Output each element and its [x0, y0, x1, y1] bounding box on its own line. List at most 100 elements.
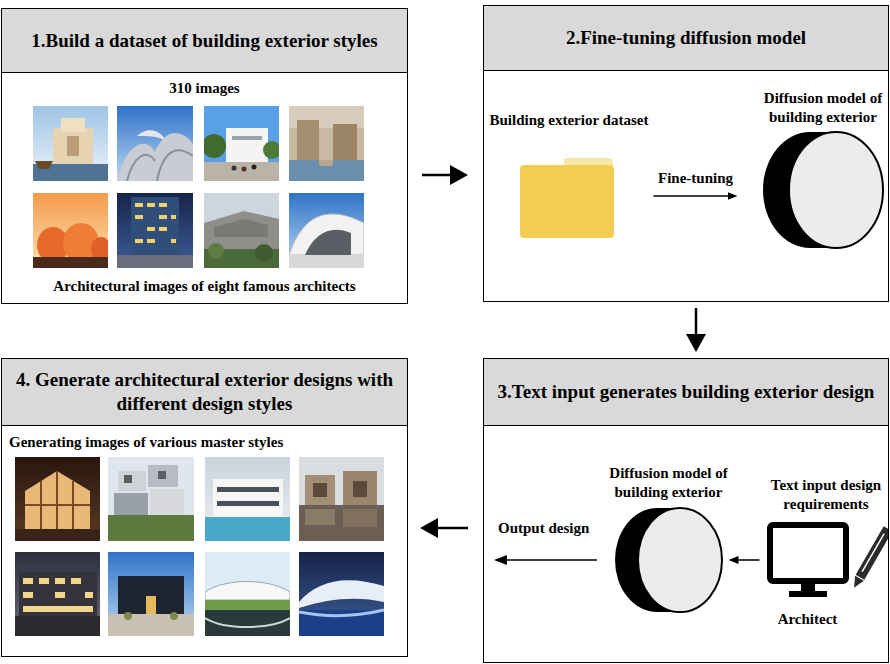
- building-photo: [85, 592, 93, 598]
- building-photo: [117, 106, 193, 181]
- process-panel: 4. Generate architectural exterior desig…: [1, 358, 408, 657]
- building-photo: [159, 215, 167, 219]
- building-photo: [289, 106, 364, 181]
- building-photo: [217, 487, 279, 492]
- building-photo: [118, 471, 146, 491]
- building-photo: [108, 552, 194, 636]
- shape-label: Architect: [778, 610, 838, 629]
- building-photo: [205, 600, 290, 610]
- building-photo: [214, 219, 268, 237]
- panel-header: 1.Build a dataset of building exterior s…: [2, 9, 407, 73]
- building-photo: [117, 255, 193, 268]
- building-photo: [127, 150, 193, 181]
- building-photo: [15, 529, 100, 541]
- output-arrow: [494, 555, 597, 565]
- building-photo: [289, 160, 364, 181]
- folder-icon: [520, 158, 614, 238]
- panel-title: 1.Build a dataset of building exterior s…: [31, 29, 377, 53]
- building-photo: [33, 106, 108, 181]
- building-photo: [299, 457, 384, 541]
- building-photo: [55, 592, 65, 598]
- panel-text: Generating images of various master styl…: [9, 433, 283, 452]
- building-photo: [23, 606, 93, 612]
- shape-label: Diffusion model of building exterior: [605, 464, 733, 502]
- monitor-neck: [801, 582, 815, 592]
- building-photo: [299, 580, 384, 608]
- building-photo: [117, 106, 193, 181]
- building-photo: [305, 475, 335, 505]
- building-photo: [226, 128, 268, 162]
- free-label: Output design: [498, 519, 589, 538]
- flow-arrow: [429, 527, 468, 530]
- panel-title: 3.Text input generates building exterior…: [498, 380, 875, 404]
- building-photo: [289, 255, 364, 268]
- building-photo: [33, 257, 108, 268]
- flow-arrow: [422, 174, 459, 177]
- building-photo: [15, 457, 100, 541]
- building-photo: [148, 465, 178, 487]
- building-photo: [289, 106, 364, 181]
- computer-icon: [765, 520, 888, 600]
- cylinder-icon: [614, 506, 724, 614]
- building-photo: [289, 214, 364, 255]
- process-panel: 3.Text input generates building exterior…: [483, 358, 889, 663]
- building-photo: [205, 517, 290, 541]
- building-photo: [35, 161, 53, 169]
- building-photo: [333, 124, 357, 160]
- building-photo: [19, 572, 97, 616]
- building-photo: [124, 612, 132, 620]
- building-photo: [117, 193, 193, 268]
- building-photo: [137, 130, 165, 140]
- building-photo: [135, 203, 176, 243]
- building-photo: [108, 552, 194, 636]
- building-photo: [232, 136, 262, 140]
- building-photo: [114, 493, 148, 515]
- panel-title: 2.Fine-tuning diffusion model: [566, 26, 806, 50]
- building-photo: [289, 193, 364, 268]
- building-photo: [124, 475, 132, 483]
- building-photo: [205, 610, 290, 636]
- building-photo: [158, 471, 166, 479]
- pen-highlight: [862, 533, 884, 571]
- pen-icon: [849, 526, 887, 590]
- building-photo: [297, 120, 319, 160]
- building-photo: [205, 457, 290, 541]
- building-photo: [204, 162, 279, 181]
- edge-label: Fine-tuning: [658, 169, 733, 188]
- building-photo: [205, 552, 290, 636]
- building-photo: [159, 203, 167, 207]
- building-photo: [217, 501, 279, 506]
- building-photo: [135, 215, 143, 219]
- building-photo: [319, 160, 333, 166]
- building-photo: [204, 193, 279, 268]
- building-photo: [25, 471, 90, 529]
- building-photo: [299, 610, 384, 636]
- panel-header: 2.Fine-tuning diffusion model: [484, 6, 888, 71]
- building-photo: [117, 193, 193, 268]
- building-photo: [150, 489, 184, 515]
- building-photo: [135, 239, 143, 243]
- building-photo: [108, 515, 194, 541]
- panel-text: Architectural images of eight famous arc…: [53, 277, 355, 296]
- building-photo: [305, 230, 351, 255]
- building-photo: [67, 136, 79, 156]
- building-photo: [289, 193, 364, 268]
- building-photo: [343, 471, 377, 505]
- building-photo: [55, 578, 65, 584]
- building-photo: [252, 165, 257, 170]
- panel-text: 310 images: [169, 79, 239, 98]
- building-photo: [131, 197, 179, 255]
- panel-title: 4. Generate architectural exterior desig…: [6, 368, 403, 416]
- building-photo: [343, 509, 377, 527]
- shape-label: Diffusion model of building exterior: [759, 89, 887, 127]
- output-arrow: [494, 555, 507, 565]
- building-photo: [299, 552, 384, 636]
- building-photo: [147, 239, 155, 243]
- building-photo: [305, 509, 335, 525]
- building-photo: [23, 578, 93, 612]
- monitor-base: [789, 591, 827, 597]
- building-photo: [71, 578, 81, 584]
